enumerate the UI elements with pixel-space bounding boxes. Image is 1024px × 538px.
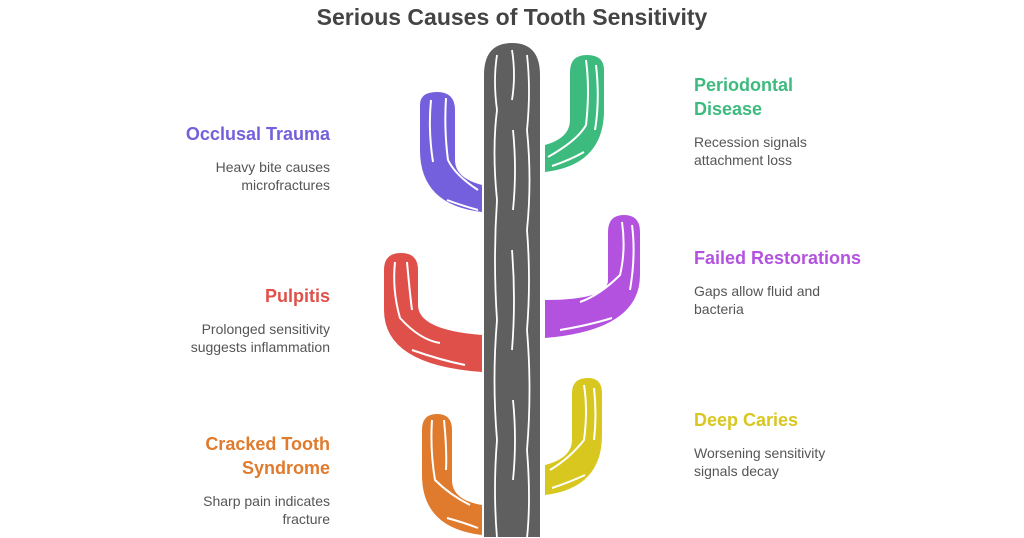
cause-periodontal-disease: Periodontal Disease Recession signals at… (694, 73, 807, 169)
cause-description: Prolonged sensitivity suggests inflammat… (190, 321, 330, 355)
cause-description: Heavy bite causes microfractures (215, 159, 330, 193)
periodontal-arm-icon (545, 55, 604, 172)
cause-description: Recession signals attachment loss (694, 134, 807, 168)
cause-description: Sharp pain indicates fracture (203, 493, 330, 527)
cause-description: Worsening sensitivity signals decay (694, 445, 826, 479)
failed-restorations-arm-icon (545, 215, 640, 338)
cause-title: Periodontal Disease (694, 75, 794, 119)
cause-pulpitis: Pulpitis Prolonged sensitivity suggests … (191, 284, 330, 356)
cause-occlusal-trauma: Occlusal Trauma Heavy bite causes microf… (186, 122, 330, 194)
cause-title: Failed Restorations (694, 248, 862, 268)
cause-cracked-tooth-syndrome: Cracked Tooth Syndrome Sharp pain indica… (203, 432, 330, 528)
cause-title: Occlusal Trauma (185, 124, 330, 144)
cracked-tooth-arm-icon (422, 414, 482, 535)
cause-failed-restorations: Failed Restorations Gaps allow fluid and… (694, 246, 861, 318)
page-title: Serious Causes of Tooth Sensitivity (316, 4, 708, 30)
cactus-trunk-icon (482, 40, 542, 538)
cause-title: Deep Caries (694, 410, 799, 430)
deep-caries-arm-icon (545, 378, 602, 495)
cause-description: Gaps allow fluid and bacteria (694, 283, 821, 317)
cause-title: Cracked Tooth Syndrome (205, 434, 330, 478)
cause-deep-caries: Deep Caries Worsening sensitivity signal… (694, 408, 825, 480)
cause-title: Pulpitis (264, 286, 330, 306)
